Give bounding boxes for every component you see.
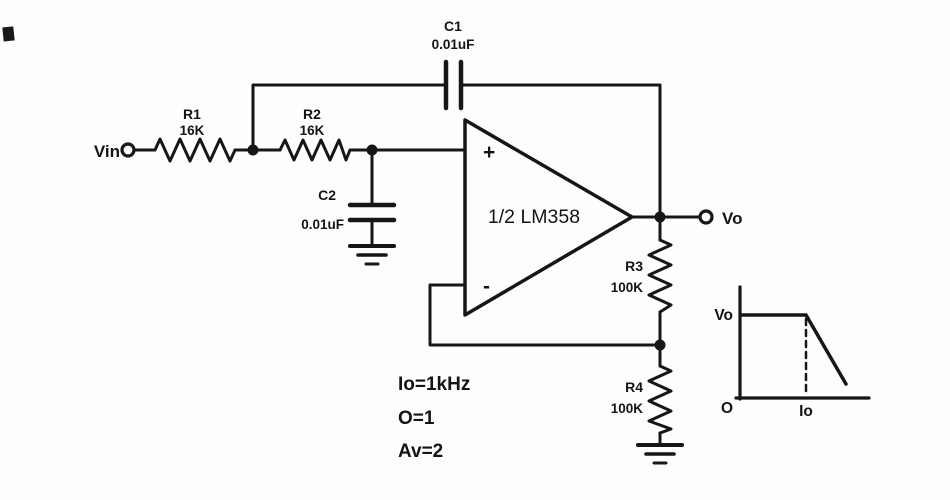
note-cutoff-frequency: Io=1kHz [398,374,470,395]
resistor-r3 [647,238,673,314]
r4-value: 100K [611,401,644,416]
graph-curve [740,313,848,386]
r3-value: 100K [611,280,644,295]
opamp-plus-input-label: + [483,141,495,164]
c2-value: 0.01uF [301,217,344,232]
resistor-r2 [278,138,352,162]
junction-nodes [247,144,666,351]
ground-symbol-r4 [636,443,684,465]
c2-label: C2 [318,187,336,203]
resistor-r4 [647,364,673,435]
opamp-triangle [463,118,634,317]
opamp-label: 1/2 LM358 [488,206,580,228]
node-dot [654,339,666,351]
capacitor-c2 [347,202,397,223]
scan-artifact [2,26,15,42]
note-q-factor: O=1 [398,408,435,429]
c1-label: C1 [444,18,462,34]
r1-label: R1 [183,106,201,122]
resistor-r1 [153,137,237,163]
node-dot [654,211,666,223]
wire-node-to-c1 [251,83,448,152]
node-dot [366,144,378,156]
r4-label: R4 [625,379,643,395]
vin-label: Vin [94,142,120,161]
r3-label: R3 [625,258,643,274]
vo-terminal [698,209,714,225]
opamp-minus-input-label: - [483,275,490,298]
node-dot [247,144,259,156]
r2-value: 16K [300,123,325,138]
vin-terminal [120,142,136,158]
wire-c1-to-output [459,83,662,219]
graph-origin-label: O [721,400,733,417]
r2-label: R2 [303,106,321,122]
wire-feedback [428,283,662,347]
note-gain: Av=2 [398,441,443,462]
ground-symbol-c2 [348,244,396,266]
graph-ylabel: Vo [714,307,733,324]
graph-xlabel: Io [799,403,813,420]
response-graph [734,285,871,401]
r1-value: 16K [180,123,205,138]
vo-label: Vo [722,209,742,228]
capacitor-c1 [443,59,464,111]
c1-value: 0.01uF [432,37,475,52]
